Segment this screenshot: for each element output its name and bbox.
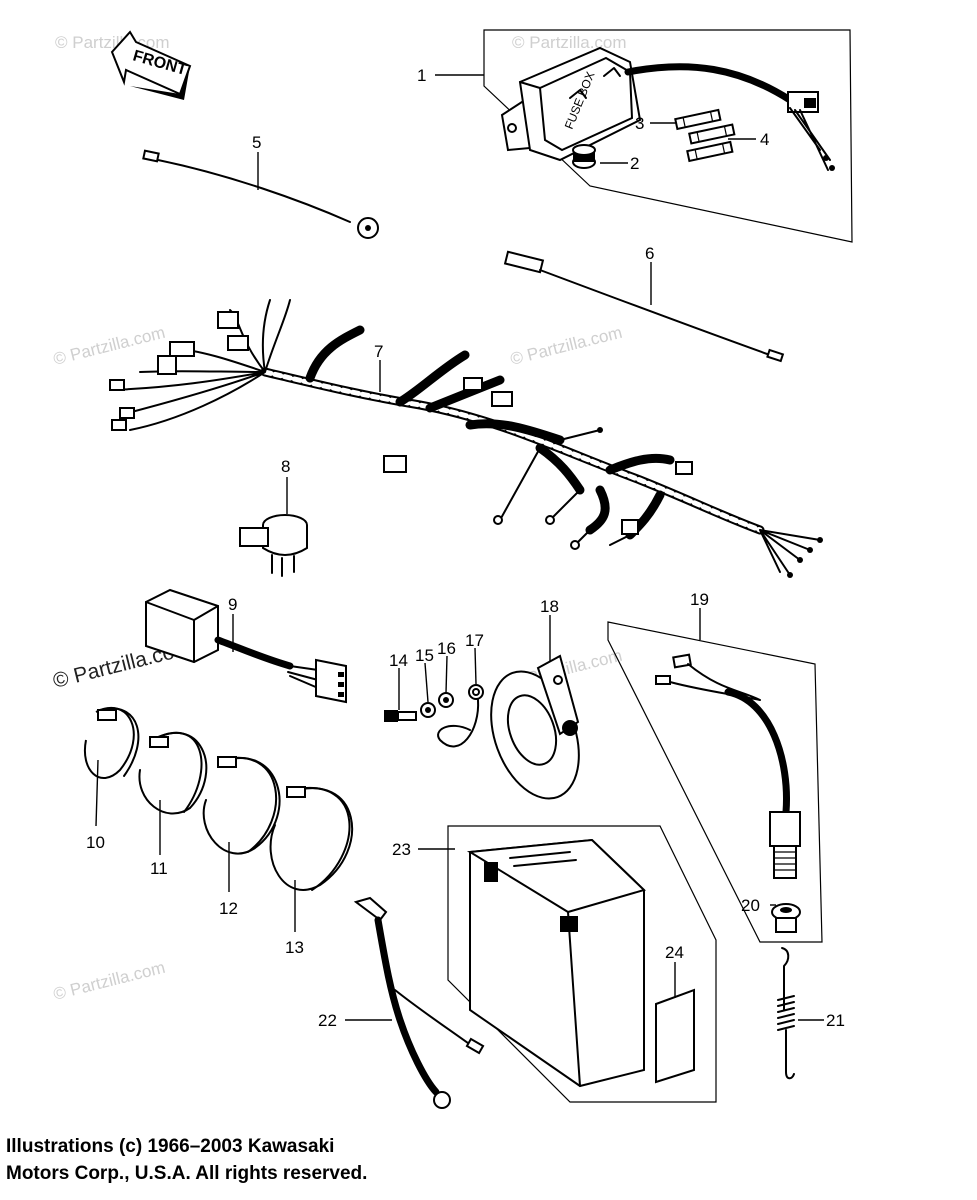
clamp-bands — [83, 706, 354, 891]
callout-9: 9 — [228, 595, 237, 614]
callout-14: 14 — [389, 651, 408, 670]
fuse-box-assembly-frame — [483, 29, 853, 243]
callout-11: 11 — [150, 859, 168, 878]
callout-1: 1 — [417, 66, 426, 85]
callout-5: 5 — [252, 133, 261, 152]
part-23-battery-frame — [447, 825, 717, 1103]
callout-6: 6 — [645, 244, 654, 263]
leader-lines — [95, 74, 824, 1021]
part-6-lead — [503, 250, 785, 363]
part-8-relay — [239, 514, 308, 577]
callout-7: 7 — [374, 342, 383, 361]
callout-20: 20 — [741, 896, 760, 915]
copyright-notice: Illustrations (c) 1966–2003 Kawasaki Mot… — [6, 1133, 606, 1187]
callout-2: 2 — [630, 154, 639, 173]
band-12 — [202, 756, 281, 855]
callout-16: 16 — [437, 639, 456, 658]
fuse-box: FUSE BOX — [500, 46, 835, 171]
callout-numbers: 1 2 3 4 5 6 7 8 9 10 11 12 13 14 15 16 1… — [86, 66, 845, 1030]
part-22-battery-cable — [353, 896, 485, 1109]
part-19-switch-frame — [607, 621, 823, 943]
copyright-line-1: Illustrations (c) 1966–2003 Kawasaki — [6, 1136, 335, 1157]
watermark: © Partzilla.com — [51, 958, 167, 1004]
callout-17: 17 — [465, 631, 484, 650]
band-11 — [138, 731, 208, 815]
part-18-horn — [490, 654, 580, 800]
copyright-line-2: Motors Corp., U.S.A. All rights reserved… — [6, 1163, 368, 1184]
part-2-cap — [572, 144, 596, 169]
watermark: © Partzilla.com — [508, 323, 624, 369]
band-10 — [83, 706, 140, 780]
callout-3: 3 — [635, 114, 644, 133]
watermark: © Partzilla.com — [51, 323, 167, 369]
callout-8: 8 — [281, 457, 290, 476]
part-5-lead — [142, 149, 379, 239]
watermark: © Partzilla.com — [512, 33, 627, 52]
part-24-label — [655, 988, 695, 1084]
part-9-regulator — [145, 588, 347, 704]
callout-10: 10 — [86, 833, 105, 852]
part-20-nut — [771, 903, 801, 933]
callout-22: 22 — [318, 1011, 337, 1030]
callout-21: 21 — [826, 1011, 845, 1030]
callout-23: 23 — [392, 840, 411, 859]
callout-12: 12 — [219, 899, 238, 918]
callout-24: 24 — [665, 943, 684, 962]
callout-18: 18 — [540, 597, 559, 616]
callout-15: 15 — [415, 646, 434, 665]
callout-19: 19 — [690, 590, 709, 609]
fuses — [674, 108, 736, 163]
band-13 — [269, 786, 354, 891]
part-21-spring — [777, 947, 795, 1080]
main-wiring-harness — [109, 299, 823, 578]
callout-4: 4 — [760, 130, 769, 149]
callout-13: 13 — [285, 938, 304, 957]
